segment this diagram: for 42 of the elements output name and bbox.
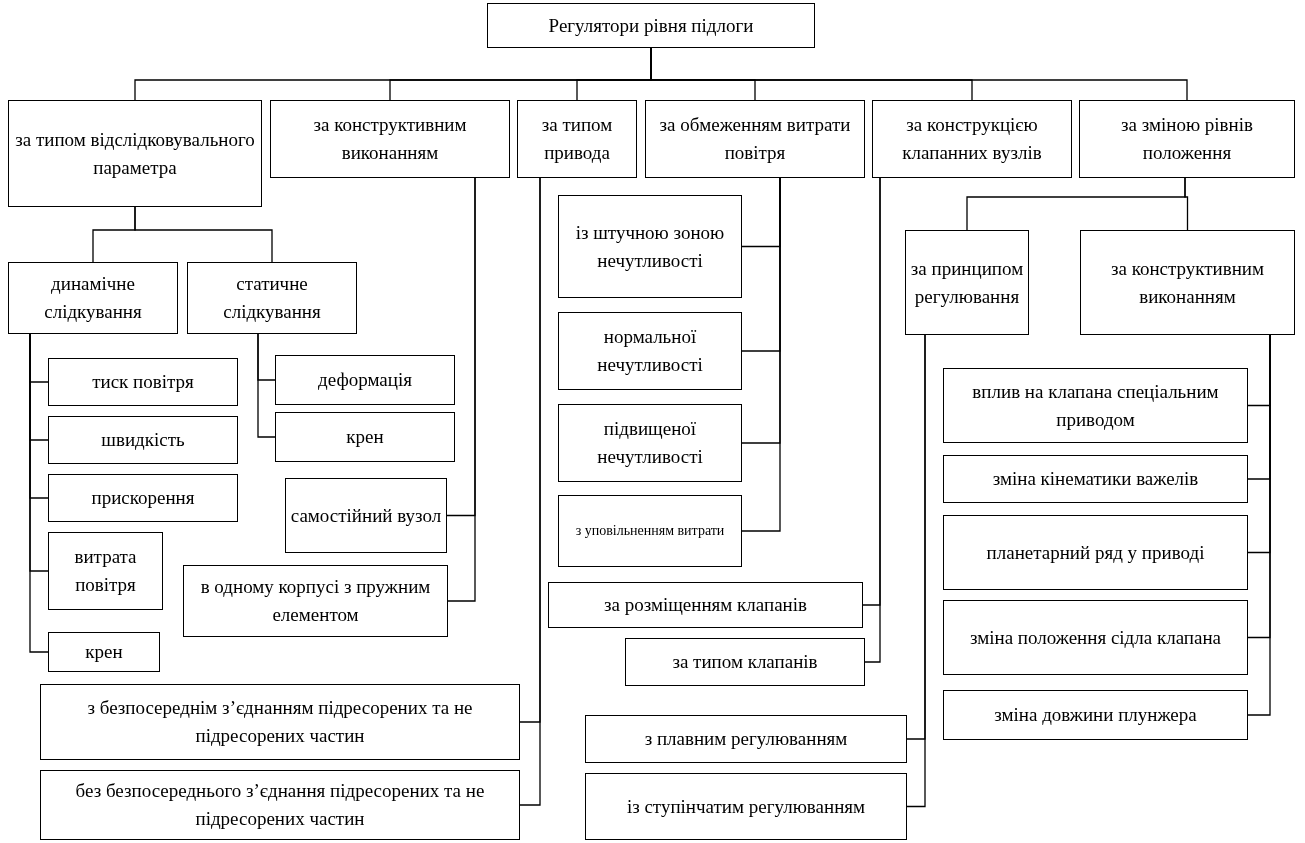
connector-line xyxy=(29,333,49,653)
category-box: зміна довжини плунжера xyxy=(943,690,1248,740)
category-box: планетарний ряд у приводі xyxy=(943,515,1248,590)
connector-line xyxy=(134,206,273,263)
category-box: за конструктивним виконанням xyxy=(270,100,510,178)
connector-line xyxy=(864,177,881,663)
category-box: динамічне слідкування xyxy=(8,262,178,334)
category-box: за конструкцією клапанних вузлів xyxy=(872,100,1072,178)
category-box: самостійний вузол xyxy=(285,478,447,553)
connector-line xyxy=(257,333,276,438)
category-box: в одному корпусі з пружним елементом xyxy=(183,565,448,637)
category-box: крен xyxy=(275,412,455,462)
category-box: за типом клапанів xyxy=(625,638,865,686)
connector-line xyxy=(741,177,781,532)
category-box: без безпосереднього з’єднання підресорених та не підресорених частин xyxy=(40,770,520,840)
category-box: з плавним регулюванням xyxy=(585,715,907,763)
category-box: зміна кінематики важелів xyxy=(943,455,1248,503)
category-box: крен xyxy=(48,632,160,672)
category-box: деформація xyxy=(275,355,455,405)
category-box: за принципом регулювання xyxy=(905,230,1029,335)
category-box: статичне слідкування xyxy=(187,262,357,334)
category-box: прискорення xyxy=(48,474,238,522)
category-box: за типом відслідковувального параметра xyxy=(8,100,262,207)
category-box: за розміщенням клапанів xyxy=(548,582,863,628)
category-box: нормальної нечутливості xyxy=(558,312,742,390)
category-box: тиск повітря xyxy=(48,358,238,406)
category-box: із ступінчатим регулюванням xyxy=(585,773,907,840)
category-box: з уповільненням витрати xyxy=(558,495,742,567)
category-box: за зміною рівнів положення xyxy=(1079,100,1295,178)
category-box: вплив на клапана спеціальним приводом xyxy=(943,368,1248,443)
category-box: з безпосереднім з’єднанням підресорених та не підресорених частин xyxy=(40,684,520,760)
category-box: за обмеженням витрати повітря xyxy=(645,100,865,178)
category-box: підвищеної нечутливості xyxy=(558,404,742,482)
connector-line xyxy=(1184,177,1189,231)
category-box: із штучною зоною нечутливості xyxy=(558,195,742,298)
category-box: витрата повітря xyxy=(48,532,163,610)
category-box: за типом привода xyxy=(517,100,637,178)
category-box: швидкість xyxy=(48,416,238,464)
category-box: зміна положення сідла клапана xyxy=(943,600,1248,675)
category-box: за конструктивним виконанням xyxy=(1080,230,1295,335)
category-box: Регулятори рівня підлоги xyxy=(487,3,815,48)
connector-line xyxy=(447,177,476,602)
